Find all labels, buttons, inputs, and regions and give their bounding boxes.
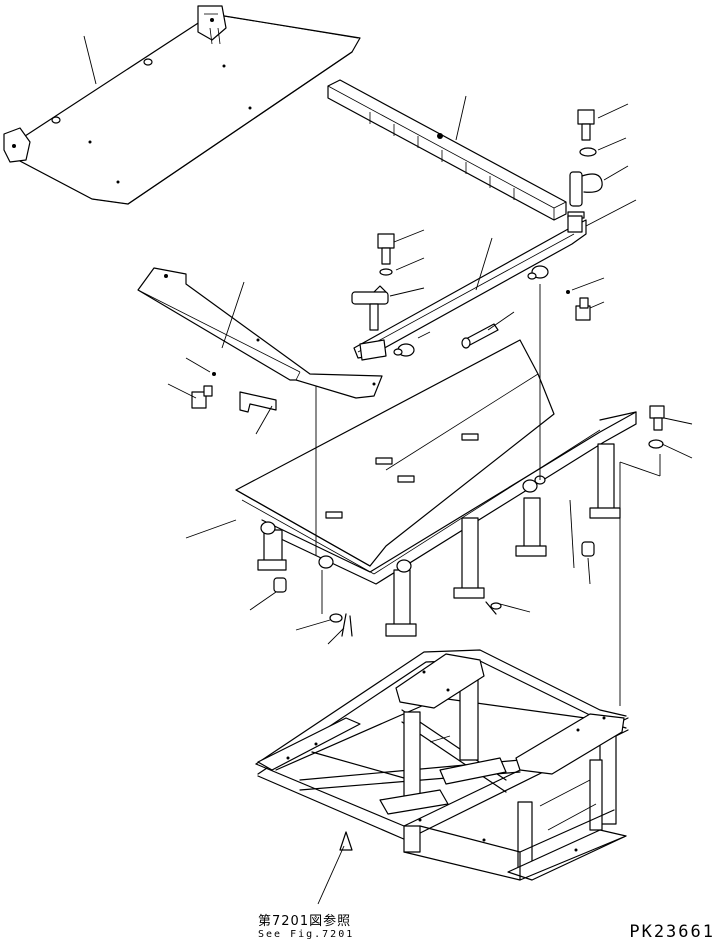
bolt-stack-middle <box>351 233 395 331</box>
figure-id-label: PK23661 <box>629 922 715 942</box>
lower-main-frame <box>255 649 629 881</box>
assembly-guide-lines <box>315 284 661 706</box>
right-bracket-assembly <box>353 215 587 361</box>
bolt-right-small <box>566 290 591 321</box>
upper-frame <box>257 411 637 637</box>
pin-middle <box>461 323 499 349</box>
leader-lines <box>83 35 693 905</box>
top-cover-plate <box>3 5 361 205</box>
reference-label-jp: 第7201図参照 <box>258 914 352 929</box>
main-deck-plate <box>235 339 601 575</box>
bolt-left <box>191 372 216 409</box>
bolt-right-lower <box>648 405 665 449</box>
reference-label-en: See Fig.7201 <box>258 929 355 940</box>
left-arm <box>137 267 383 399</box>
upper-rail-bar <box>327 79 567 221</box>
loose-hardware <box>273 541 595 637</box>
bolt-stack-upper-right <box>567 109 603 219</box>
l-pin-left <box>239 391 277 413</box>
